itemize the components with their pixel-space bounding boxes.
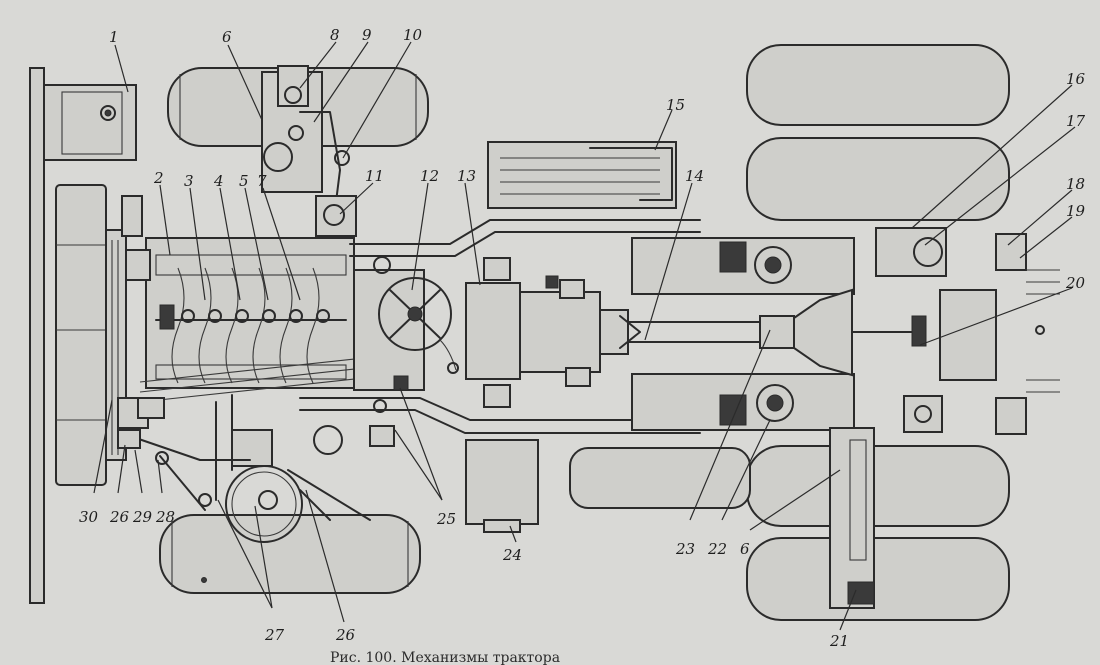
callout-29: 29 <box>132 508 153 526</box>
callout-22: 22 <box>707 540 727 558</box>
callout-28: 28 <box>155 508 175 526</box>
callout-16: 16 <box>1066 70 1086 88</box>
rear-axle-housing <box>631 237 921 431</box>
callout-10: 10 <box>403 26 423 44</box>
callout-20: 20 <box>1065 274 1086 292</box>
callout-2: 2 <box>153 169 164 187</box>
callout-8: 8 <box>330 26 340 44</box>
callout-21: 21 <box>829 632 849 650</box>
callout-5: 5 <box>239 172 249 190</box>
front-kingpin-assembly <box>261 65 357 251</box>
driveshaft <box>599 309 795 355</box>
leader-lines <box>93 41 1076 631</box>
callout-4: 4 <box>213 172 224 190</box>
callout-3: 3 <box>184 172 194 190</box>
clutch-housing <box>353 256 452 391</box>
rear-final-drive <box>829 227 1060 609</box>
rear-wheel-lower-inner <box>746 445 1010 527</box>
rear-wheel-upper-outer <box>746 44 1010 126</box>
callout-15: 15 <box>666 96 685 114</box>
callout-6-bottom: 6 <box>740 540 750 558</box>
front-right-wheel <box>159 514 421 594</box>
steering-assembly <box>117 375 409 543</box>
callout-6-top: 6 <box>222 28 232 46</box>
callout-11: 11 <box>365 167 384 185</box>
callout-14: 14 <box>685 167 704 185</box>
figure-caption: Рис. 100. Механизмы трактора <box>330 650 560 665</box>
rear-wheel-upper-inner <box>746 137 1010 221</box>
callout-26-bottom: 26 <box>335 626 356 644</box>
callout-1: 1 <box>109 28 119 46</box>
callout-labels: 1 2 3 4 5 6 7 8 9 10 11 12 13 14 15 16 1… <box>79 26 1086 650</box>
callout-27: 27 <box>264 626 285 644</box>
callout-7: 7 <box>257 172 267 190</box>
callout-23: 23 <box>675 540 695 558</box>
callout-17: 17 <box>1066 112 1086 130</box>
callout-19: 19 <box>1066 202 1086 220</box>
rear-wheel-lower-outer <box>746 537 1010 621</box>
fuel-tank <box>487 141 677 209</box>
air-tank <box>465 439 751 533</box>
callout-18: 18 <box>1066 175 1085 193</box>
callout-25: 25 <box>436 510 456 528</box>
callout-13: 13 <box>457 167 476 185</box>
callout-9: 9 <box>362 26 372 44</box>
callout-12: 12 <box>420 167 439 185</box>
callout-24: 24 <box>502 546 522 564</box>
callout-30: 30 <box>79 508 99 526</box>
gearbox <box>439 257 601 408</box>
front-plate <box>29 67 137 604</box>
callout-26-left: 26 <box>109 508 130 526</box>
